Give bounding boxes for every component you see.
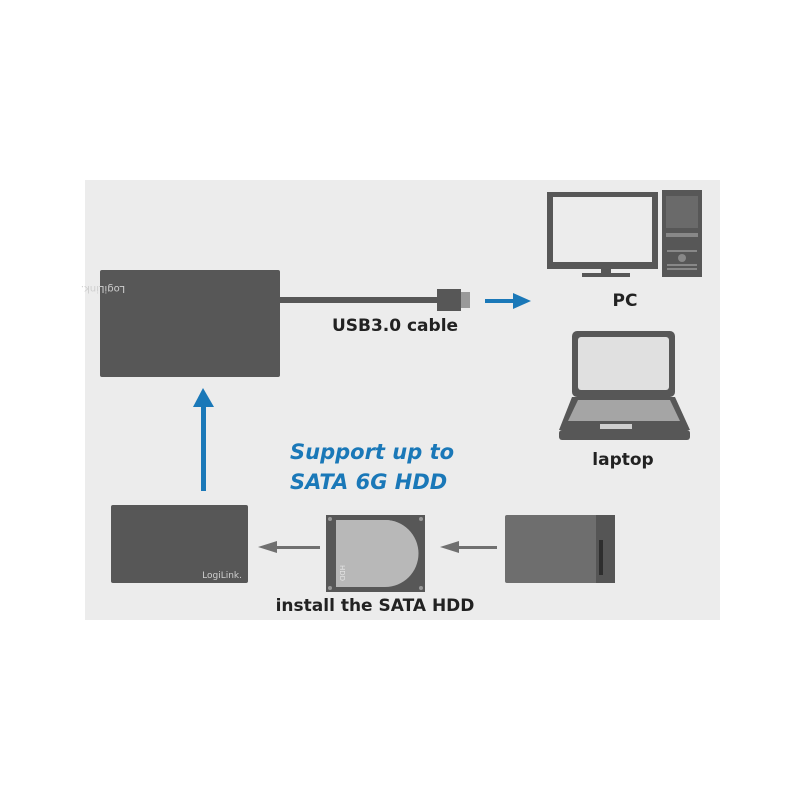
support-caption: Support up to SATA 6G HDD — [290, 437, 454, 497]
arrow-right-icon — [485, 293, 531, 309]
laptop-label: laptop — [592, 450, 654, 470]
usb-plug — [437, 289, 461, 311]
install-label: install the SATA HDD — [275, 596, 475, 616]
arrow-left-icon — [440, 541, 497, 553]
support-line-2: SATA 6G HDD — [290, 470, 448, 494]
hdd-icon: HDD — [326, 515, 425, 592]
enclosure-open — [505, 515, 615, 583]
hdd-text: HDD — [338, 565, 346, 581]
pc-icon — [547, 190, 702, 277]
logo-top: LogiLink. — [81, 283, 125, 294]
logo-bottom: LogiLink. — [202, 571, 242, 581]
pc-label: PC — [612, 291, 638, 311]
usb-plug-tip — [461, 292, 470, 308]
arrow-left-icon — [258, 541, 320, 553]
usb-cable — [280, 297, 438, 303]
laptop-icon — [559, 331, 690, 440]
support-line-1: Support up to — [290, 440, 455, 464]
arrow-up-icon — [193, 388, 214, 491]
enclosure-assembled — [111, 505, 248, 583]
enclosure-top — [100, 270, 280, 377]
usb-cable-label: USB3.0 cable — [331, 316, 459, 336]
